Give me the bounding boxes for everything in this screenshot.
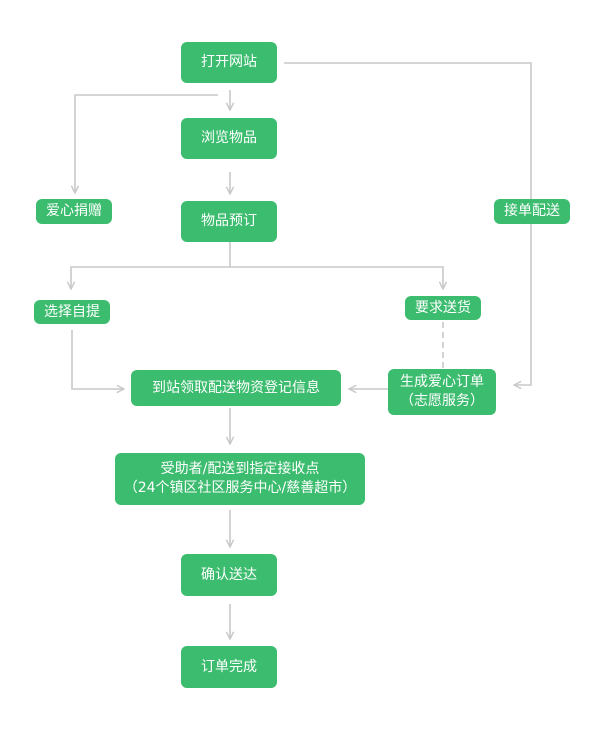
node-label: 打开网站 — [201, 54, 257, 70]
node-label: 确认送达 — [201, 566, 257, 583]
node-donate: 爱心捐赠 — [36, 199, 112, 224]
node-order-complete: 订单完成 — [181, 646, 277, 688]
node-browse-items: 浏览物品 — [181, 118, 277, 159]
node-self-pickup: 选择自提 — [34, 300, 110, 324]
node-label-line1: 受助者/配送到指定接收点 — [160, 461, 320, 477]
node-label: 到站领取配送物资登记信息 — [152, 379, 320, 396]
arrow-to-donate — [75, 94, 218, 193]
node-label: 接单配送 — [504, 203, 560, 219]
node-accept-delivery: 接单配送 — [494, 199, 570, 224]
node-label: 要求送货 — [415, 299, 471, 316]
arrow-open-to-order — [284, 62, 532, 385]
node-label-line2: （志愿服务） — [400, 393, 484, 409]
arrow-to-self-pickup — [71, 266, 230, 289]
node-request-delivery: 要求送货 — [405, 296, 481, 320]
node-label-line1: 生成爱心订单 — [400, 374, 484, 390]
node-open-site: 打开网站 — [181, 42, 277, 83]
node-recipient: 受助者/配送到指定接收点 （24个镇区社区服务中心/慈善超市） — [115, 453, 365, 505]
node-label: 爱心捐赠 — [46, 203, 102, 219]
arrow-self-pickup-to-station — [71, 330, 124, 389]
node-confirm-delivery: 确认送达 — [181, 554, 277, 596]
arrow-to-request-delivery — [230, 266, 443, 289]
node-label-line2: （24个镇区社区服务中心/慈善超市） — [123, 480, 357, 496]
node-station-pickup: 到站领取配送物资登记信息 — [131, 370, 341, 406]
node-label: 订单完成 — [201, 658, 257, 675]
node-label: 选择自提 — [44, 303, 100, 320]
node-label: 物品预订 — [201, 213, 257, 229]
node-label: 浏览物品 — [201, 130, 257, 146]
node-create-order: 生成爱心订单 （志愿服务） — [388, 369, 496, 415]
node-reserve-items: 物品预订 — [181, 201, 277, 242]
